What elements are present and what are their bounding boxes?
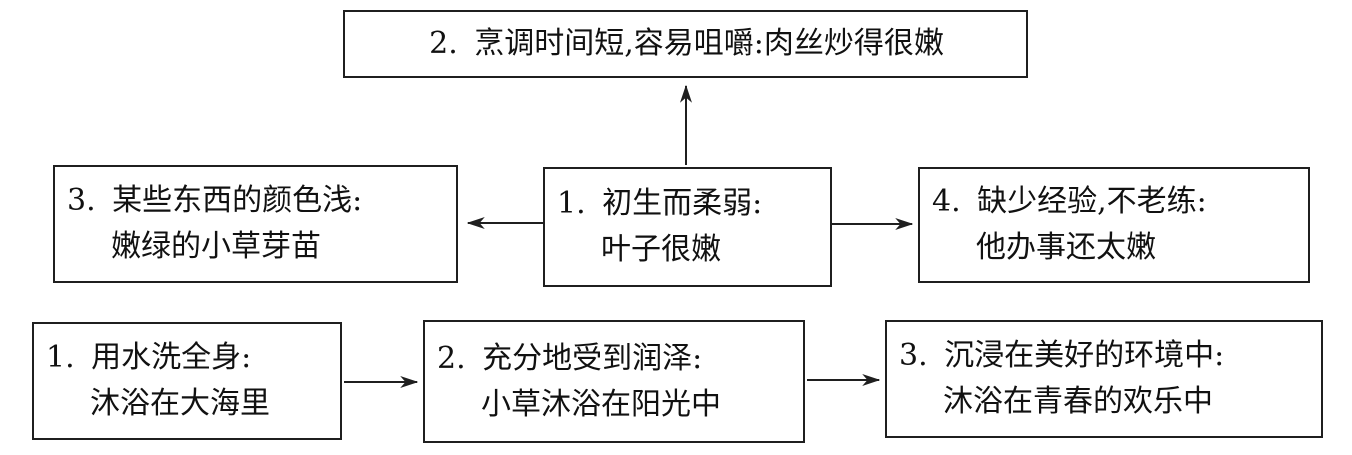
sense-definition: 初生而柔弱:: [602, 186, 763, 221]
sense-definition-line: 3. 某些东西的颜色浅:: [67, 178, 446, 224]
sense-definition: 充分地受到润泽:: [482, 340, 703, 376]
sense-example: 小草沐浴在阳光中: [481, 386, 721, 422]
node-muyu-sense1: 1. 用水洗全身: 沐浴在大海里: [32, 322, 342, 440]
sense-definition-line: 3. 沉浸在美好的环境中:: [899, 333, 1311, 379]
sense-definition-line: 1. 初生而柔弱:: [557, 181, 820, 227]
sense-example: 沐浴在青春的欢乐中: [943, 384, 1213, 419]
node-nen-sense3: 3. 某些东西的颜色浅: 嫩绿的小草芽苗: [53, 165, 458, 283]
sense-definition-line: 4. 缺少经验,不老练:: [932, 179, 1298, 225]
sense-example: 沐浴在大海里: [90, 386, 270, 421]
node-muyu-sense3: 3. 沉浸在美好的环境中: 沐浴在青春的欢乐中: [885, 320, 1323, 438]
sense-number: 3.: [899, 338, 928, 373]
sense-definition-line: 2. 烹调时间短,容易咀嚼:肉丝炒得很嫩: [357, 21, 1016, 67]
sense-definition: 沉浸在美好的环境中:: [944, 338, 1225, 373]
sense-definition: 某些东西的颜色浅:: [112, 183, 363, 218]
node-muyu-sense2: 2. 充分地受到润泽: 小草沐浴在阳光中: [423, 320, 805, 443]
sense-number: 1.: [46, 340, 75, 375]
sense-number: 2.: [429, 26, 458, 61]
sense-definition: 烹调时间短,容易咀嚼:肉丝炒得很嫩: [474, 26, 944, 61]
sense-number: 4.: [932, 184, 961, 219]
sense-example: 嫩绿的小草芽苗: [111, 229, 321, 264]
sense-example: 叶子很嫩: [601, 232, 721, 267]
node-nen-sense4: 4. 缺少经验,不老练: 他办事还太嫩: [918, 167, 1310, 283]
sense-example: 他办事还太嫩: [976, 230, 1156, 265]
sense-definition-line: 2. 充分地受到润泽:: [437, 336, 793, 382]
node-nen-sense1: 1. 初生而柔弱: 叶子很嫩: [543, 167, 832, 287]
sense-number: 1.: [557, 186, 586, 221]
node-nen-sense2: 2. 烹调时间短,容易咀嚼:肉丝炒得很嫩: [343, 10, 1028, 78]
sense-definition: 用水洗全身:: [91, 340, 252, 375]
sense-number: 3.: [67, 183, 96, 218]
sense-definition-line: 1. 用水洗全身:: [46, 335, 330, 381]
sense-number: 2.: [437, 340, 466, 376]
sense-definition: 缺少经验,不老练:: [977, 184, 1207, 219]
